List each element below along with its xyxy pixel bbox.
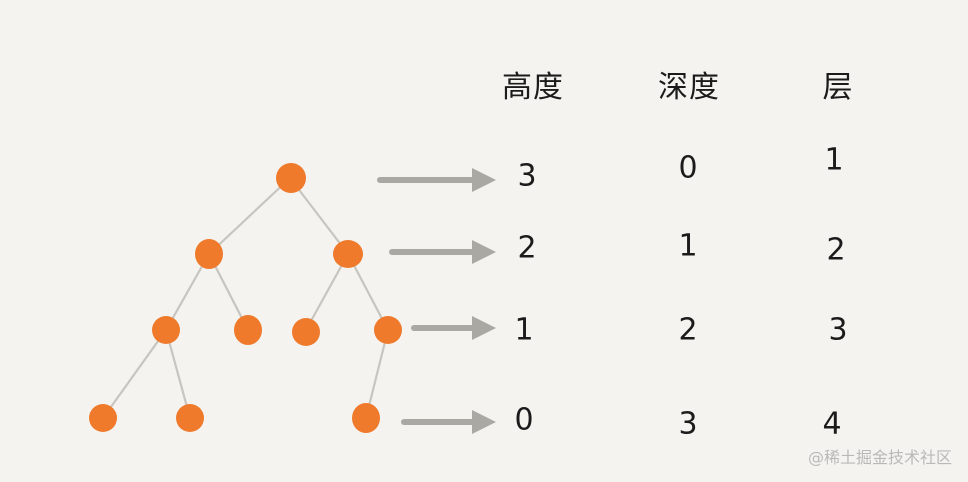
watermark: @稀土掘金技术社区	[807, 448, 952, 467]
cell-height-row-4: 0	[514, 402, 534, 438]
tree-node-l1-left	[195, 239, 223, 269]
edge-r1-rl	[305, 253, 349, 331]
tree-node-l3-1	[89, 404, 117, 432]
cell-depth-row-1: 0	[678, 150, 698, 186]
cell-level-row-3: 3	[828, 312, 848, 348]
level-arrowheads	[472, 168, 496, 434]
tree-node-l1-right	[333, 240, 363, 268]
cell-depth-row-3: 2	[678, 312, 698, 348]
arrowhead-level-4	[472, 410, 496, 434]
cell-level-row-4: 4	[822, 406, 842, 442]
arrowhead-level-1	[472, 168, 496, 192]
header-depth: 深度	[658, 70, 720, 105]
tree-node-l2-1	[152, 316, 180, 344]
edge-r1-rr	[347, 253, 389, 331]
tree-node-root	[276, 163, 306, 193]
edge-l2-lll	[102, 329, 167, 419]
cell-depth-row-2: 1	[678, 228, 698, 264]
header-level: 层	[822, 70, 854, 105]
tree-nodes	[89, 163, 402, 433]
edge-r2-rrl	[364, 329, 390, 419]
tree-node-l2-3	[292, 318, 320, 346]
edge-root-right	[289, 177, 349, 255]
tree-edges	[102, 177, 390, 419]
cell-level-row-1: 1	[824, 142, 844, 178]
tree-node-l2-2	[234, 315, 262, 345]
cell-height-row-2: 2	[517, 230, 537, 266]
cell-height-row-1: 3	[517, 158, 537, 194]
tree-node-l3-3	[352, 403, 380, 433]
arrowhead-level-2	[472, 240, 496, 264]
tree-node-l2-4	[374, 316, 402, 344]
tree-node-l3-2	[176, 404, 204, 432]
cell-depth-row-4: 3	[678, 406, 698, 442]
edge-l2-llr	[164, 329, 192, 419]
arrowhead-level-3	[472, 316, 496, 340]
header-height: 高度	[502, 70, 564, 105]
cell-height-row-3: 1	[514, 312, 534, 348]
level-arrows	[377, 177, 479, 425]
cell-level-row-2: 2	[826, 232, 846, 268]
edge-root-left	[208, 177, 291, 255]
